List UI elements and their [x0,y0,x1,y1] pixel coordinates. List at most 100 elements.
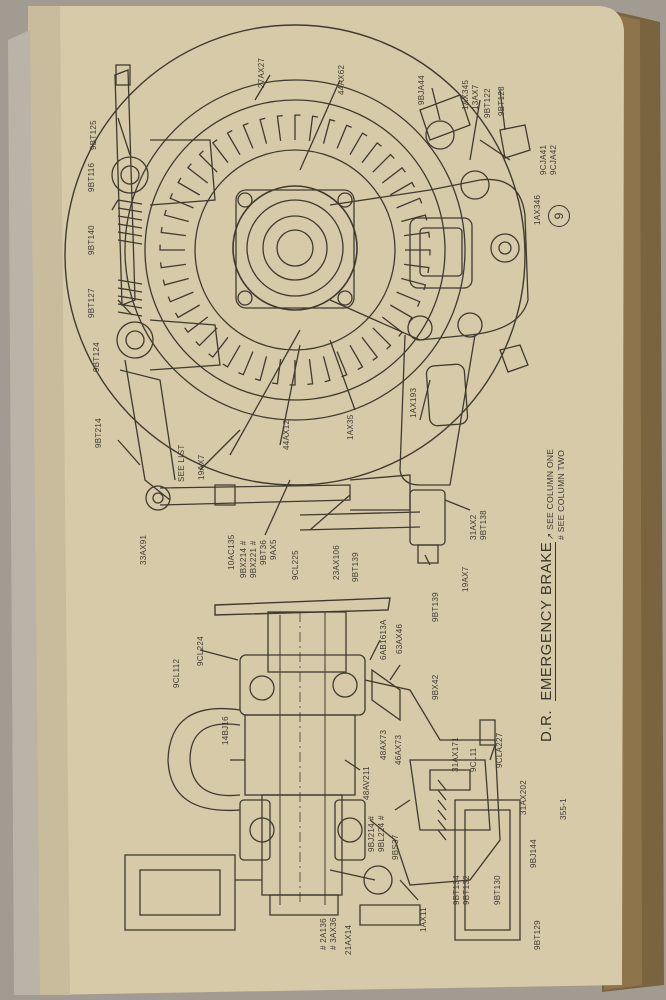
part-label: 48AX73 [379,729,388,760]
gear-tooth [160,226,186,237]
part-label: 63AX46 [395,623,404,654]
part-label: 9BT128 [497,86,506,116]
part-label: 9BT130 [493,875,502,905]
brake-drawing [64,24,531,941]
gear-tooth [242,122,254,149]
gear-tooth [174,304,201,319]
part-label: 33AX91 [139,534,148,565]
gear-tooth [226,129,241,156]
part-label: 9CL112 [172,658,181,688]
part-label: 14BJ16 [221,716,230,745]
part-label: 31AX202 [519,779,528,815]
part-label: 9BT116 [87,162,96,192]
part-label: 9BT132 [462,875,471,905]
part-label: 1AX193 [409,387,418,418]
part-label: 6AB1613A [379,619,388,660]
part-label: 46AX73 [394,734,403,765]
part-label: 9CJA41 [539,144,548,175]
part-label: 9BJ214 # [367,815,376,852]
gear-tooth [167,291,194,303]
gear-tooth [162,277,189,286]
part-label: 9BJA44 [417,75,426,105]
part-label: 23AX106 [332,544,341,580]
gear-tooth [372,327,392,350]
part-label: 1AX345 [461,79,470,110]
gear-tooth [177,177,201,196]
gear-tooth [349,132,368,156]
part-label: 21AX14 [344,924,353,955]
gear-tooth [308,115,319,141]
part-label: 9BT139 [351,552,360,582]
gear-tooth [404,263,430,274]
gear-tooth [159,244,185,251]
gear-tooth [169,193,194,209]
gear-tooth [336,124,352,149]
gear-tooth [322,118,336,144]
part-label: 44AX12 [282,419,291,450]
part-label: 9BT140 [87,225,96,255]
part-label: 9BX214 # [239,540,248,578]
part-label: 9BT214 [94,418,103,448]
gear-tooth [389,181,416,196]
part-label: # 2A136 [319,918,328,950]
page-number: 355-1 [559,798,568,820]
part-label: 9BT36 [259,539,268,565]
part-label: 9BT129 [533,920,542,950]
gear-tooth [238,351,254,376]
part-label: 9BT122 [483,88,492,118]
gear-tooth [211,139,229,164]
part-label: 10AC135 [227,534,236,570]
part-label: 9CL11 [469,747,478,772]
gear-tooth [404,231,431,238]
part-label: 1AX346 [533,194,542,225]
part-label: 19AX7 [197,454,206,480]
part-label: 9CLA227 [495,732,504,768]
gear-tooth [322,356,331,383]
gear-tooth [259,117,268,144]
part-label: # 3AX36 [329,917,338,950]
gear-tooth [208,336,229,359]
part-label: 9BL224 # [377,815,386,852]
part-label: 44AX62 [337,64,346,95]
part-label: SEE LIST [177,444,186,482]
gear-tooth [254,356,268,382]
part-label: 9BT125 [89,120,98,150]
gear-tooth [372,153,395,173]
gear-tooth [349,344,364,371]
part-label: 1AX35 [346,414,355,440]
part-label: 13AX7 [471,84,480,110]
part-label: 19AX7 [461,566,470,592]
page-title: D.R. EMERGENCY BRAKE [538,541,556,742]
gear-tooth [198,150,218,173]
gear-tooth [159,262,186,269]
figure-number-badge: 9 [548,205,570,227]
part-label: 9BX42 [431,674,440,700]
note-column-two: # SEE COLUMN TWO [556,449,566,540]
gear-tooth [361,141,382,164]
part-label: 48AV211 [362,766,371,800]
part-label: 9BS37 [391,834,400,860]
gear-tooth [381,166,406,184]
part-label: 9BT134 [452,875,461,905]
gear-tooth [276,114,283,141]
gear-tooth [184,316,209,334]
gear-tooth [396,291,421,307]
gear-tooth [294,114,301,140]
part-label: 1AX11 [419,907,428,932]
part-label: 9CJA42 [549,144,558,175]
part-label: 9BT127 [87,288,96,318]
note-column-one: ↗ SEE COLUMN ONE [545,448,555,540]
part-label: 9BJ144 [529,839,538,868]
gear-tooth [361,336,379,361]
gear-tooth [396,197,423,209]
part-label: 9CL224 [196,636,205,666]
part-label: 31AX171 [451,736,460,772]
gear-tooth [163,209,189,223]
gear-tooth [405,249,431,256]
part-label: 9BT124 [92,342,101,372]
part-label: 9BX221 # [249,540,258,578]
part-label: 9BT139 [431,592,440,622]
part-label: 27AX27 [257,57,266,88]
gear-tooth [307,359,314,386]
